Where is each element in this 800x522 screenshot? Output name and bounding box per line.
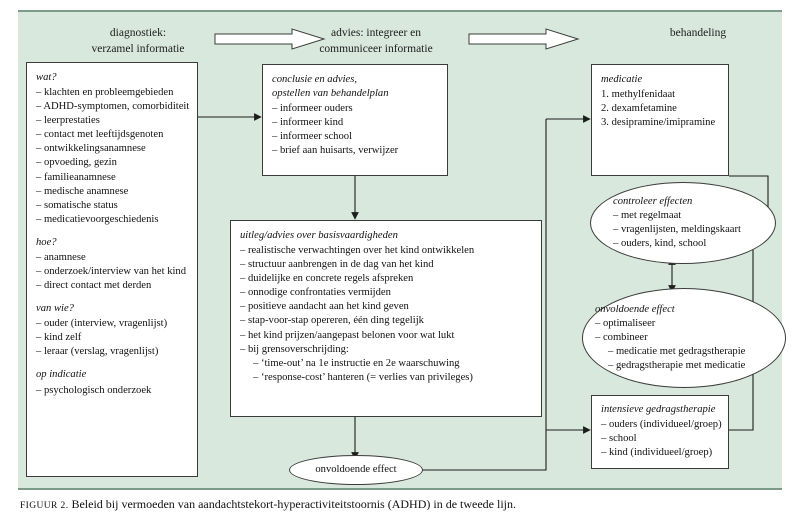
list-van-wie: – ouder (interview, vragenlijst) – kind …	[36, 317, 188, 359]
box-conclusie-en-advies: conclusie en advies, opstellen van behan…	[262, 64, 448, 176]
list-item: – somatische status	[36, 199, 118, 211]
list-controleer: – met regelmaat – vragenlijsten, melding…	[613, 209, 775, 251]
list-item: – klachten en probleemgebieden	[36, 87, 174, 99]
list-item: – ADHD-symptomen, comorbiditeit	[36, 101, 190, 113]
list-item: – kind zelf	[36, 332, 82, 344]
box-title-gedragstherapie: intensieve gedragstherapie	[601, 404, 716, 415]
ellipse-label-onvoldoende-bottom: onvoldoende effect	[315, 463, 397, 475]
list-item: – familieanamnese	[36, 171, 116, 183]
list-item: – brief aan huisarts, verwijzer	[272, 145, 399, 157]
figure-caption-text: Beleid bij vermoeden van aandachtstekort…	[68, 497, 516, 511]
ellipse-onvoldoende-effect-bottom: onvoldoende effect	[289, 455, 423, 485]
group-hoe: hoe? – anamnese – onderzoek/interview va…	[36, 236, 188, 293]
box-title-medicatie: medicatie	[601, 74, 643, 85]
list-item: – realistische verwachtingen over het ki…	[240, 245, 475, 257]
group-spacer	[36, 293, 188, 302]
list-item: – bij grensoverschrijding:	[240, 343, 349, 355]
list-item: – gedragstherapie met medicatie	[608, 360, 746, 372]
group-van-wie: van wie? – ouder (interview, vragenlijst…	[36, 302, 188, 359]
list-item: – ‘time-out’ na 1e instructie en 2e waar…	[253, 357, 460, 369]
list-item: – combineer	[595, 331, 648, 343]
list-item: – informeer ouders	[272, 103, 353, 115]
list-item: – informeer kind	[272, 117, 344, 129]
list-item: – leerprestaties	[36, 115, 100, 127]
header-phase-behandeling: behandeling	[669, 27, 727, 39]
list-item: – contact met leeftijdsgenoten	[36, 129, 164, 141]
list-item: – ouders (individueel/groep)	[601, 419, 722, 431]
list-item: – onderzoek/interview van het kind	[36, 266, 187, 278]
list-item: – stap-voor-stap opereren, één ding tege…	[240, 315, 424, 327]
list-item: – medische anamnese	[36, 185, 129, 197]
ellipse-onvoldoende-effect-right: onvoldoende effect – optimaliseer – comb…	[582, 288, 786, 388]
box-medicatie: medicatie 1. methylfenidaat 2. dexamfeta…	[591, 64, 729, 176]
phase-arrow-2-icon	[468, 28, 580, 50]
list-item: 3. desipramine/imipramine	[601, 117, 716, 129]
list-item: – medicatievoorgeschiedenis	[36, 213, 159, 225]
list-item: 1. methylfenidaat	[601, 89, 676, 101]
figure-panel: diagnostiek: verzamel informatie advies:…	[18, 10, 786, 490]
list-gedragstherapie: – ouders (individueel/groep) – school – …	[601, 418, 722, 460]
figure-caption: FIGUUR 2. Beleid bij vermoeden van aanda…	[20, 497, 780, 512]
list-op-indicatie: – psychologisch onderzoek	[36, 384, 188, 398]
list-item: – medicatie met gedragstherapie	[608, 346, 746, 358]
box-diagnostiek: wat? – klachten en probleemgebieden – AD…	[26, 62, 198, 477]
list-item: – ‘response-cost’ hanteren (= verlies va…	[253, 371, 473, 383]
list-item: – structuur aanbrengen in de dag van het…	[240, 259, 434, 271]
list-item: – optimaliseer	[595, 317, 656, 329]
list-item: – met regelmaat	[613, 209, 682, 221]
box-title-conclusie: conclusie en advies, opstellen van behan…	[272, 74, 389, 100]
list-medicatie: 1. methylfenidaat 2. dexamfetamine 3. de…	[601, 88, 719, 130]
list-item: – onnodige confrontaties vermijden	[240, 287, 391, 299]
list-item: – psychologisch onderzoek	[36, 384, 152, 396]
list-item: – ouder (interview, vragenlijst)	[36, 318, 168, 330]
figure-number: FIGUUR 2.	[20, 501, 69, 511]
list-item: – informeer school	[272, 131, 353, 143]
ellipse-title-controleer: controleer effecten	[613, 195, 693, 207]
list-item: – opvoeding, gezin	[36, 157, 117, 169]
group-title-van-wie: van wie?	[36, 303, 74, 315]
group-title-op-indicatie: op indicatie	[36, 369, 87, 381]
list-onvoldoende: – optimaliseer – combineer – medicatie m…	[595, 317, 785, 373]
list-conclusie: – informeer ouders – informeer kind – in…	[272, 102, 438, 158]
list-item: – vragenlijsten, meldingskaart	[613, 224, 741, 235]
list-item: – direct contact met derden	[36, 280, 152, 292]
box-uitleg-advies: uitleg/advies over basisvaardigheden – r…	[230, 220, 542, 417]
list-item: – ontwikkelingsanamnese	[36, 143, 146, 155]
list-item: – positieve aandacht aan het kind geven	[240, 301, 409, 313]
group-op-indicatie: op indicatie – psychologisch onderzoek	[36, 368, 188, 397]
list-item: – anamnese	[36, 251, 86, 263]
box-title-uitleg: uitleg/advies over basisvaardigheden	[240, 230, 398, 241]
list-item: – kind (individueel/groep)	[601, 447, 713, 459]
list-item: – leraar (verslag, vragenlijst)	[36, 346, 159, 358]
group-title-wat: wat?	[36, 72, 57, 83]
list-item: – ouders, kind, school	[613, 238, 707, 250]
list-item: 2. dexamfetamine	[601, 103, 677, 115]
group-title-hoe: hoe?	[36, 236, 57, 248]
list-item: – het kind prijzen/aangepast belonen voo…	[240, 329, 455, 341]
phase-arrow-1-icon	[214, 28, 326, 50]
group-spacer	[36, 227, 188, 236]
list-item: – school	[601, 433, 637, 445]
ellipse-controleer-effecten: controleer effecten – met regelmaat – vr…	[590, 182, 776, 264]
list-uitleg: – realistische verwachtingen over het ki…	[240, 244, 532, 385]
ellipse-title-onvoldoende: onvoldoende effect	[595, 303, 675, 315]
list-wat: – klachten en probleemgebieden – ADHD-sy…	[36, 86, 190, 227]
header-phase-diagnostiek: diagnostiek: verzamel informatie	[91, 27, 185, 55]
header-phase-advies: advies: integreer en communiceer informa…	[319, 27, 433, 55]
list-item: – duidelijke en concrete regels afspreke…	[240, 273, 414, 285]
list-hoe: – anamnese – onderzoek/interview van het…	[36, 251, 188, 293]
group-spacer	[36, 359, 188, 368]
box-intensieve-gedragstherapie: intensieve gedragstherapie – ouders (ind…	[591, 395, 729, 469]
group-wat: wat? – klachten en probleemgebieden – AD…	[36, 71, 190, 227]
